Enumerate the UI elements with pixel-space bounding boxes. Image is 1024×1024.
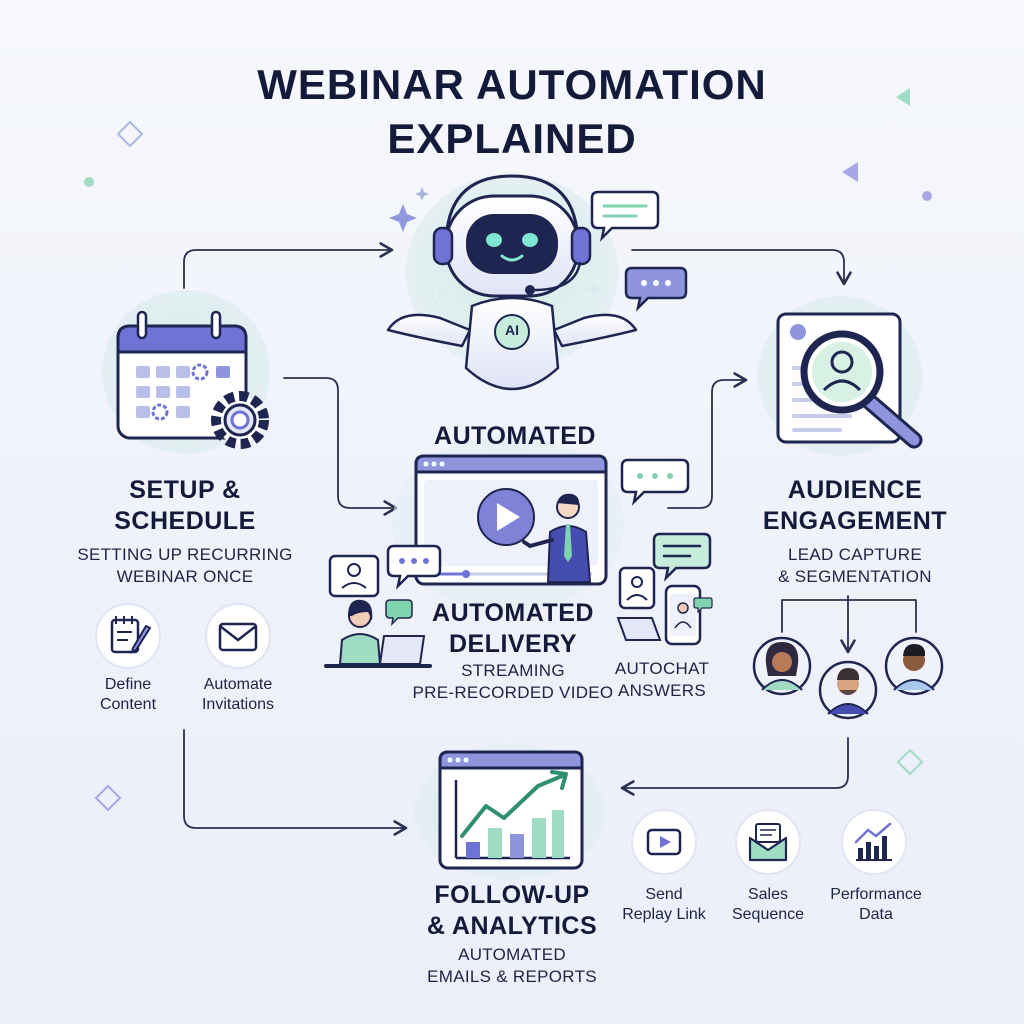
star-sparkle-icon bbox=[415, 187, 429, 201]
audience-avatar bbox=[752, 636, 812, 696]
ai-badge-label: AI bbox=[505, 322, 519, 338]
envelope-icon bbox=[205, 603, 271, 669]
main-title-line1: WEBINAR AUTOMATION bbox=[257, 61, 767, 108]
step-sales-sequence: Sales Sequence bbox=[714, 885, 822, 925]
followup-title-line1: FOLLOW-UP bbox=[434, 881, 590, 909]
followup-title: FOLLOW-UP & ANALYTICS bbox=[400, 880, 624, 942]
delivery-title: AUTOMATED DELIVERY bbox=[396, 598, 630, 660]
ai-robot-icon bbox=[386, 174, 638, 391]
engagement-title-line2: ENGAGEMENT bbox=[762, 507, 948, 535]
lead-profile-search-icon bbox=[776, 312, 923, 449]
delivery-title-line2: DELIVERY bbox=[448, 630, 578, 658]
flow-arrows bbox=[183, 242, 917, 836]
viewer-laptop-icon bbox=[324, 554, 432, 668]
setup-desc-line2: WEBINAR ONCE bbox=[116, 567, 254, 586]
step-label-line2: Sequence bbox=[731, 906, 805, 923]
dot-sparkle-icon bbox=[84, 177, 94, 187]
email-sequence-icon bbox=[735, 809, 801, 875]
arrow-setup-to-delivery bbox=[283, 377, 398, 516]
followup-description: AUTOMATED EMAILS & REPORTS bbox=[400, 944, 624, 988]
engagement-description: LEAD CAPTURE & SEGMENTATION bbox=[740, 544, 970, 588]
step-label-line2: Content bbox=[99, 696, 157, 713]
diamond-sparkle-icon bbox=[116, 120, 144, 148]
engagement-title-line1: AUDIENCE bbox=[787, 476, 923, 504]
setup-title-line1: SETUP & bbox=[129, 476, 241, 504]
video-play-icon bbox=[631, 809, 697, 875]
arrow-segment-branches bbox=[781, 595, 917, 652]
arrow-setup-to-robot bbox=[183, 242, 394, 289]
calendar-gear-icon bbox=[116, 310, 269, 449]
arrow-engagement-to-followup bbox=[620, 737, 849, 796]
dot-sparkle-icon bbox=[922, 191, 932, 201]
autochat-label: AUTOCHAT ANSWERS bbox=[606, 658, 718, 702]
automated-heading: AUTOMATED bbox=[434, 422, 596, 450]
main-title: WEBINAR AUTOMATION EXPLAINED bbox=[112, 58, 912, 166]
webinar-video-window bbox=[414, 454, 608, 586]
engagement-desc-line2: & SEGMENTATION bbox=[778, 567, 932, 586]
typing-bubble-icon bbox=[624, 266, 688, 312]
step-label-line1: Send bbox=[645, 886, 683, 903]
typing-bubble-icon bbox=[620, 458, 690, 506]
notepad-pencil-icon bbox=[95, 603, 161, 669]
audience-avatar bbox=[884, 636, 944, 696]
delivery-desc-line2: PRE-RECORDED VIDEO bbox=[412, 683, 614, 702]
engagement-title: AUDIENCE ENGAGEMENT bbox=[720, 475, 990, 537]
star-sparkle-icon bbox=[389, 204, 417, 232]
typing-bubble-icon bbox=[386, 544, 442, 590]
setup-title-line2: SCHEDULE bbox=[114, 507, 256, 535]
arrow-delivery-to-engagement bbox=[667, 372, 748, 509]
step-label-line2: Invitations bbox=[201, 696, 275, 713]
arrow-setup-to-followup bbox=[183, 729, 408, 836]
triangle-sparkle-icon bbox=[842, 162, 858, 182]
step-define-content: Define Content bbox=[68, 675, 188, 715]
step-label-line1: Performance bbox=[830, 886, 922, 903]
engagement-desc-line1: LEAD CAPTURE bbox=[788, 545, 922, 564]
step-label-line2: Replay Link bbox=[622, 906, 706, 923]
step-send-replay-link: Send Replay Link bbox=[604, 885, 724, 925]
delivery-desc-line1: STREAMING bbox=[461, 661, 565, 680]
setup-title: SETUP & SCHEDULE bbox=[40, 475, 330, 537]
delivery-title-line1: AUTOMATED bbox=[432, 599, 594, 627]
bar-chart-icon bbox=[841, 809, 907, 875]
triangle-sparkle-icon bbox=[896, 88, 910, 106]
diamond-sparkle-icon bbox=[94, 784, 122, 812]
autochat-line1: AUTOCHAT bbox=[614, 659, 710, 678]
autochat-line2: ANSWERS bbox=[617, 681, 707, 700]
followup-desc-line1: AUTOMATED bbox=[458, 945, 566, 964]
main-title-line2: EXPLAINED bbox=[387, 115, 637, 162]
presenter-figure bbox=[522, 493, 592, 583]
step-label-line1: Define bbox=[104, 676, 152, 693]
delivery-description: STREAMING PRE-RECORDED VIDEO bbox=[398, 660, 628, 704]
analytics-chart-window bbox=[438, 750, 584, 870]
diamond-sparkle-icon bbox=[896, 748, 924, 776]
followup-title-line2: & ANALYTICS bbox=[426, 912, 598, 940]
step-automate-invitations: Automate Invitations bbox=[174, 675, 302, 715]
mobile-autochat-icon bbox=[616, 532, 713, 646]
step-label-line1: Sales bbox=[747, 886, 789, 903]
setup-desc-line1: SETTING UP RECURRING bbox=[77, 545, 293, 564]
followup-desc-line2: EMAILS & REPORTS bbox=[427, 967, 597, 986]
setup-description: SETTING UP RECURRING WEBINAR ONCE bbox=[40, 544, 330, 588]
chat-bubble-icon bbox=[590, 190, 660, 242]
step-label-line2: Data bbox=[859, 906, 893, 923]
arrow-robot-to-engagement bbox=[631, 249, 852, 286]
step-performance-data: Performance Data bbox=[808, 885, 944, 925]
audience-avatar bbox=[818, 660, 878, 720]
step-label-line1: Automate bbox=[203, 676, 273, 693]
